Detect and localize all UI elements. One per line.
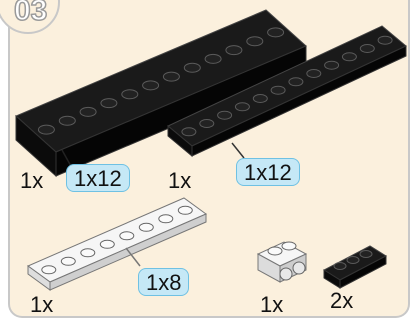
qty-label-part-1: 1x bbox=[20, 168, 44, 193]
stud bbox=[58, 115, 76, 126]
bracket-white bbox=[256, 241, 308, 283]
stud bbox=[80, 248, 96, 258]
stud bbox=[225, 45, 243, 56]
stud bbox=[37, 124, 55, 135]
stud bbox=[267, 27, 285, 38]
stud bbox=[341, 52, 357, 62]
stud bbox=[99, 239, 115, 249]
stud bbox=[204, 53, 222, 64]
stud bbox=[121, 89, 139, 100]
stud bbox=[246, 36, 264, 47]
stud bbox=[183, 62, 201, 73]
stud bbox=[359, 44, 375, 53]
brick-1x12-black-tall bbox=[15, 9, 307, 178]
qty-label-part-2: 1x bbox=[168, 168, 192, 193]
stud bbox=[377, 35, 393, 45]
size-callout-part-3: 1x8 bbox=[138, 268, 190, 296]
stud bbox=[217, 110, 233, 120]
stud bbox=[158, 214, 174, 224]
plate-1x8-white bbox=[26, 197, 208, 291]
stud bbox=[162, 71, 180, 82]
plate-1x12-black bbox=[167, 25, 407, 159]
stud bbox=[60, 256, 76, 266]
size-callout-part-2: 1x12 bbox=[236, 158, 300, 186]
qty-label-part-4: 1x bbox=[260, 292, 284, 317]
stud bbox=[138, 222, 154, 232]
stud bbox=[270, 85, 286, 95]
stud bbox=[142, 80, 160, 91]
size-callout-part-1: 1x12 bbox=[66, 164, 130, 192]
stud bbox=[288, 77, 304, 87]
stud bbox=[100, 98, 118, 109]
stud bbox=[41, 265, 57, 275]
stud bbox=[234, 102, 250, 112]
plate-small-black bbox=[322, 245, 388, 289]
stud bbox=[79, 106, 97, 117]
stud bbox=[119, 231, 135, 241]
stud bbox=[177, 205, 193, 215]
step-number: 03 bbox=[13, 0, 48, 28]
qty-label-part-3: 1x bbox=[30, 292, 54, 317]
stud bbox=[181, 127, 197, 137]
qty-label-part-5: 2x bbox=[330, 288, 354, 313]
stud bbox=[324, 60, 340, 70]
stud bbox=[306, 69, 322, 78]
stud bbox=[252, 94, 268, 103]
stud bbox=[199, 119, 215, 128]
step-number-badge: 03 bbox=[0, 0, 60, 34]
